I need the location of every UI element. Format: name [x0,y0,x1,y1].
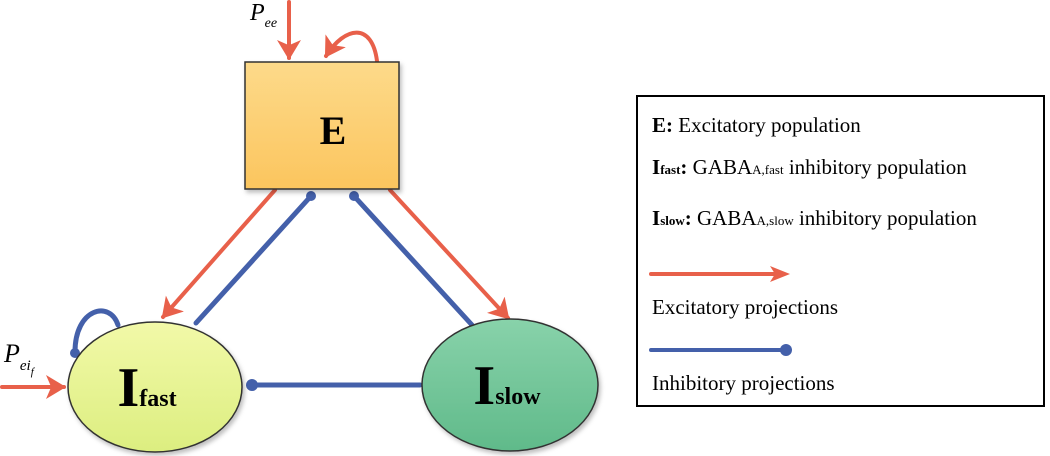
legend-e-key: E: [652,113,673,137]
inhibitory-edges [70,191,475,391]
edge-e-to-ifast [161,188,277,319]
edge-ifast-to-e [193,193,314,326]
legend-islow: Islow: GABAA,slow inhibitory population [652,206,977,231]
legend-ifast-gaba: GABAA,fast [692,155,784,179]
edge-e-self-loop [324,30,379,63]
node-ifast-ellipse [67,321,243,453]
legend-islow-desc: inhibitory population [798,206,977,230]
edge-ifast-self-loop [72,308,121,355]
node-e-label: E [320,108,347,153]
legend-inhibitory-line-icon [649,344,792,356]
edge-e-to-islow [388,188,510,320]
node-ifast: Ifast [67,321,243,453]
node-e-box [244,61,400,190]
legend-ifast-desc: inhibitory population [788,155,967,179]
edge-islow-to-ifast-terminal [246,379,258,391]
node-islow-ellipse [421,318,599,452]
legend-inhibitory-label: Inhibitory projections [652,371,835,395]
edge-islow-to-e-terminal [349,191,359,201]
input-label-peif: Peif [3,339,36,378]
legend-islow-gaba: GABAA,slow [697,206,794,230]
node-ifast-label: Ifast [117,357,176,419]
legend-islow-key: Islow: [652,206,692,230]
legend-e-desc: Excitatory population [678,113,861,137]
edge-ifast-to-e-terminal [306,191,316,201]
edge-ifast-self-loop-terminal [70,348,80,358]
input-label-pee: Pee [249,0,277,31]
edge-islow-to-e [351,193,475,328]
legend-excitatory-label: Excitatory projections [652,295,839,319]
node-islow-label: Islow [473,355,541,417]
legend-ifast: Ifast: GABAA,fast inhibitory population [652,155,967,180]
legend-excitatory-arrow-icon [649,266,790,282]
legend-ifast-key: Ifast: [652,155,688,179]
legend-e: E: Excitatory population [652,113,861,138]
node-islow: Islow [421,318,599,452]
legend: E: Excitatory population Ifast: GABAA,fa… [636,95,1045,407]
node-e: E [244,61,400,190]
excitatory-edges [0,0,510,399]
